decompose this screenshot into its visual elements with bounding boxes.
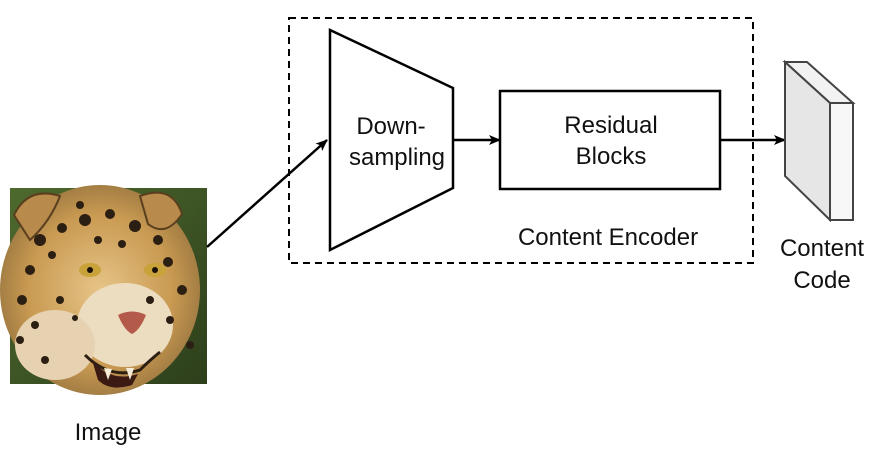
- content-code-label-line1: Content: [780, 235, 864, 262]
- residual-label-line1: Residual: [564, 112, 657, 139]
- downsampling-label-line1: Down-: [356, 113, 425, 140]
- jaguar-image: [0, 185, 207, 395]
- residual-label-line2: Blocks: [576, 143, 647, 170]
- content-encoder-label: Content Encoder: [518, 224, 698, 251]
- downsampling-label-line2: sampling: [349, 144, 445, 171]
- content-code-block: [782, 59, 856, 223]
- image-to-downsampling-arrow: [206, 139, 328, 248]
- residual-blocks: [498, 89, 722, 191]
- content-code-label-line2: Code: [793, 267, 850, 294]
- downsampling-block: [328, 28, 455, 253]
- image-label: Image: [75, 419, 142, 446]
- content-encoder-frame: [288, 17, 754, 264]
